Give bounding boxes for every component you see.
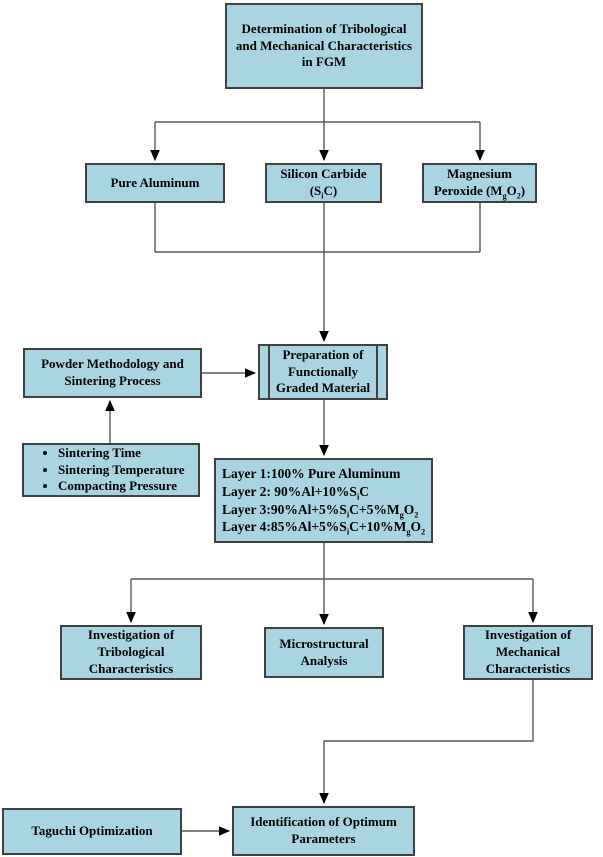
- node-preparation-label: Preparation of Functionally Graded Mater…: [275, 346, 371, 396]
- predefined-process-bar-right: [376, 344, 378, 400]
- list-item: Layer 2: 90%Al+10%SiC: [222, 483, 370, 502]
- node-pure-aluminum: Pure Aluminum: [85, 163, 225, 203]
- node-pure-aluminum-label: Pure Aluminum: [110, 174, 200, 190]
- node-silicon-carbide: Silicon Carbide (SiC): [265, 163, 382, 203]
- node-title: Determination of Tribological and Mechan…: [225, 3, 423, 89]
- node-tribological-label: Investigation of Tribological Characteri…: [87, 627, 175, 676]
- connector-mechanical-to-identification: [319, 680, 534, 804]
- connector-title-to-materials: [150, 89, 485, 161]
- node-magnesium-peroxide: Magnesium Peroxide (MgO2): [422, 163, 537, 203]
- list-item: Layer 1:100% Pure Aluminum: [222, 466, 401, 482]
- node-mechanical-label: Investigation of Mechanical Characterist…: [484, 627, 572, 676]
- list-item: Layer 3:90%Al+5%SiC+5%MgO2: [222, 501, 419, 520]
- process-parameters-list: Sintering TimeSintering TemperatureCompa…: [24, 445, 189, 496]
- node-taguchi-label: Taguchi Optimization: [31, 823, 153, 839]
- node-magnesium-peroxide-label: Magnesium Peroxide (MgO2): [433, 166, 526, 201]
- list-item: Layer 4:85%Al+5%SiC+10%MgO2: [222, 519, 426, 537]
- node-preparation: Preparation of Functionally Graded Mater…: [258, 344, 388, 400]
- predefined-process-bar-left: [268, 344, 270, 400]
- node-silicon-carbide-label: Silicon Carbide (SiC): [280, 166, 367, 201]
- node-taguchi: Taguchi Optimization: [2, 808, 182, 855]
- node-microstructural: Microstructural Analysis: [264, 627, 384, 678]
- connector-materials-to-preparation: [154, 203, 481, 342]
- node-powder-methodology: Powder Methodology and Sintering Process: [23, 348, 202, 398]
- connector-layers-to-investigations: [126, 543, 538, 625]
- node-powder-methodology-label: Powder Methodology and Sintering Process: [41, 356, 184, 388]
- node-identification-label: Identification of Optimum Parameters: [250, 814, 397, 846]
- node-title-label: Determination of Tribological and Mechan…: [235, 20, 413, 70]
- node-process-parameters: Sintering TimeSintering TemperatureCompa…: [22, 443, 200, 497]
- node-identification: Identification of Optimum Parameters: [232, 806, 415, 856]
- node-mechanical: Investigation of Mechanical Characterist…: [463, 625, 593, 680]
- list-item: Compacting Pressure: [58, 478, 185, 495]
- node-tribological: Investigation of Tribological Characteri…: [60, 625, 202, 680]
- list-item: Sintering Time: [58, 445, 185, 462]
- list-item: Sintering Temperature: [58, 462, 185, 479]
- node-microstructural-label: Microstructural Analysis: [279, 635, 369, 668]
